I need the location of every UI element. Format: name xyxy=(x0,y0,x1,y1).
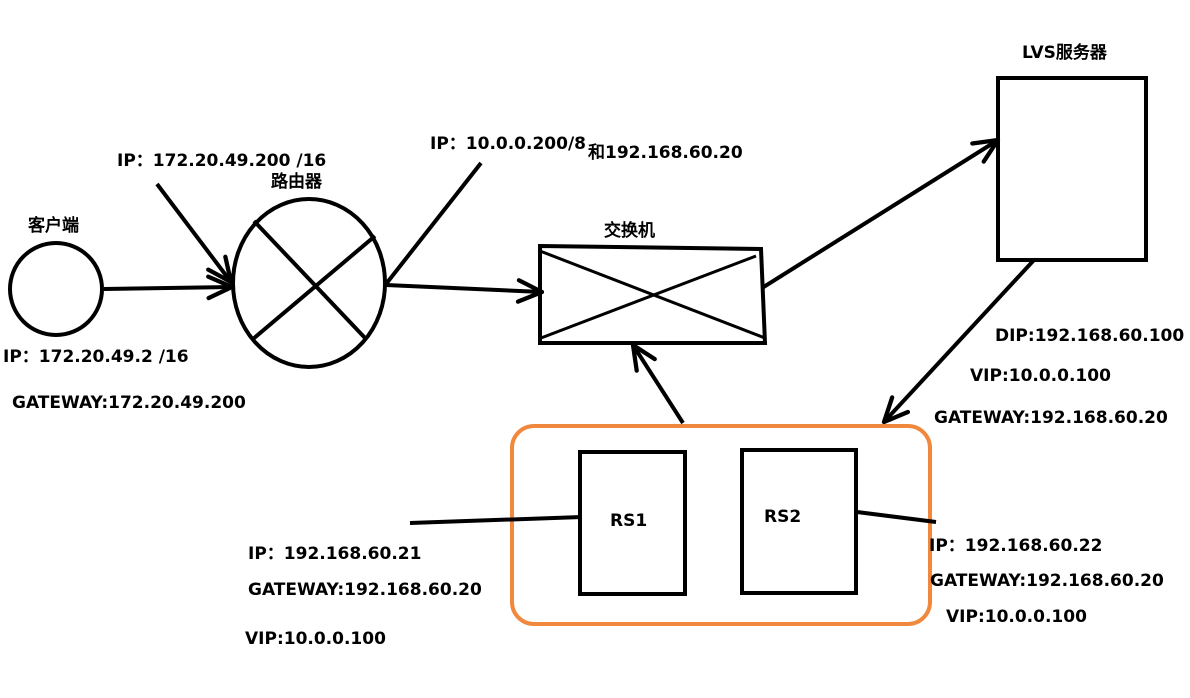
router-ip-inner-text: IP：10.0.0.200/8 xyxy=(430,134,586,154)
router-switch-link xyxy=(385,278,545,304)
router-ip-outer-pointer xyxy=(155,182,234,285)
client-node xyxy=(8,241,104,337)
rs1-vip-text: VIP:10.0.0.100 xyxy=(245,629,386,649)
lvs-rs-link xyxy=(881,258,1036,425)
rs2-leader-line xyxy=(856,510,937,524)
rs1-label: RS1 xyxy=(610,511,648,531)
rs1-ip-text: IP：192.168.60.21 xyxy=(248,544,422,564)
router-ip-inner-pointer xyxy=(384,161,483,286)
rs1-leader-line xyxy=(409,515,583,525)
router-label: 路由器 xyxy=(271,172,322,192)
switch-lvs-link xyxy=(760,137,1001,290)
router-cross-b xyxy=(251,234,377,341)
rs2-label: RS2 xyxy=(764,507,802,527)
switch-label: 交换机 xyxy=(604,221,655,241)
router-ip-outer-text: IP：172.20.49.200 /16 xyxy=(117,151,327,171)
lvs-gateway-text: GATEWAY:192.168.60.20 xyxy=(934,408,1168,428)
client-ip-text: IP：172.20.49.2 /16 xyxy=(3,347,189,367)
lvs-node xyxy=(996,76,1148,262)
rs2-node xyxy=(740,448,858,595)
client-gateway-text: GATEWAY:172.20.49.200 xyxy=(12,393,246,413)
client-label: 客户端 xyxy=(28,216,79,236)
lvs-label: LVS服务器 xyxy=(1022,43,1107,63)
rs2-vip-text: VIP:10.0.0.100 xyxy=(946,607,1087,627)
router-ip-inner-extra-text: 和192.168.60.20 xyxy=(588,143,743,163)
switch-cross-b xyxy=(540,254,757,340)
rs1-gateway-text: GATEWAY:192.168.60.20 xyxy=(248,580,482,600)
rs2-ip-text: IP：192.168.60.22 xyxy=(929,536,1103,556)
switch-node xyxy=(538,243,768,345)
router-cross-a xyxy=(252,219,368,341)
rs-group-container xyxy=(510,424,932,626)
rs-switch-link xyxy=(630,342,685,425)
rs1-node xyxy=(578,450,687,596)
rs2-gateway-text: GATEWAY:192.168.60.20 xyxy=(930,571,1164,591)
client-router-link xyxy=(103,274,235,301)
lvs-dip-text: DIP:192.168.60.100 xyxy=(995,326,1185,346)
lvs-vip-text: VIP:10.0.0.100 xyxy=(970,366,1111,386)
